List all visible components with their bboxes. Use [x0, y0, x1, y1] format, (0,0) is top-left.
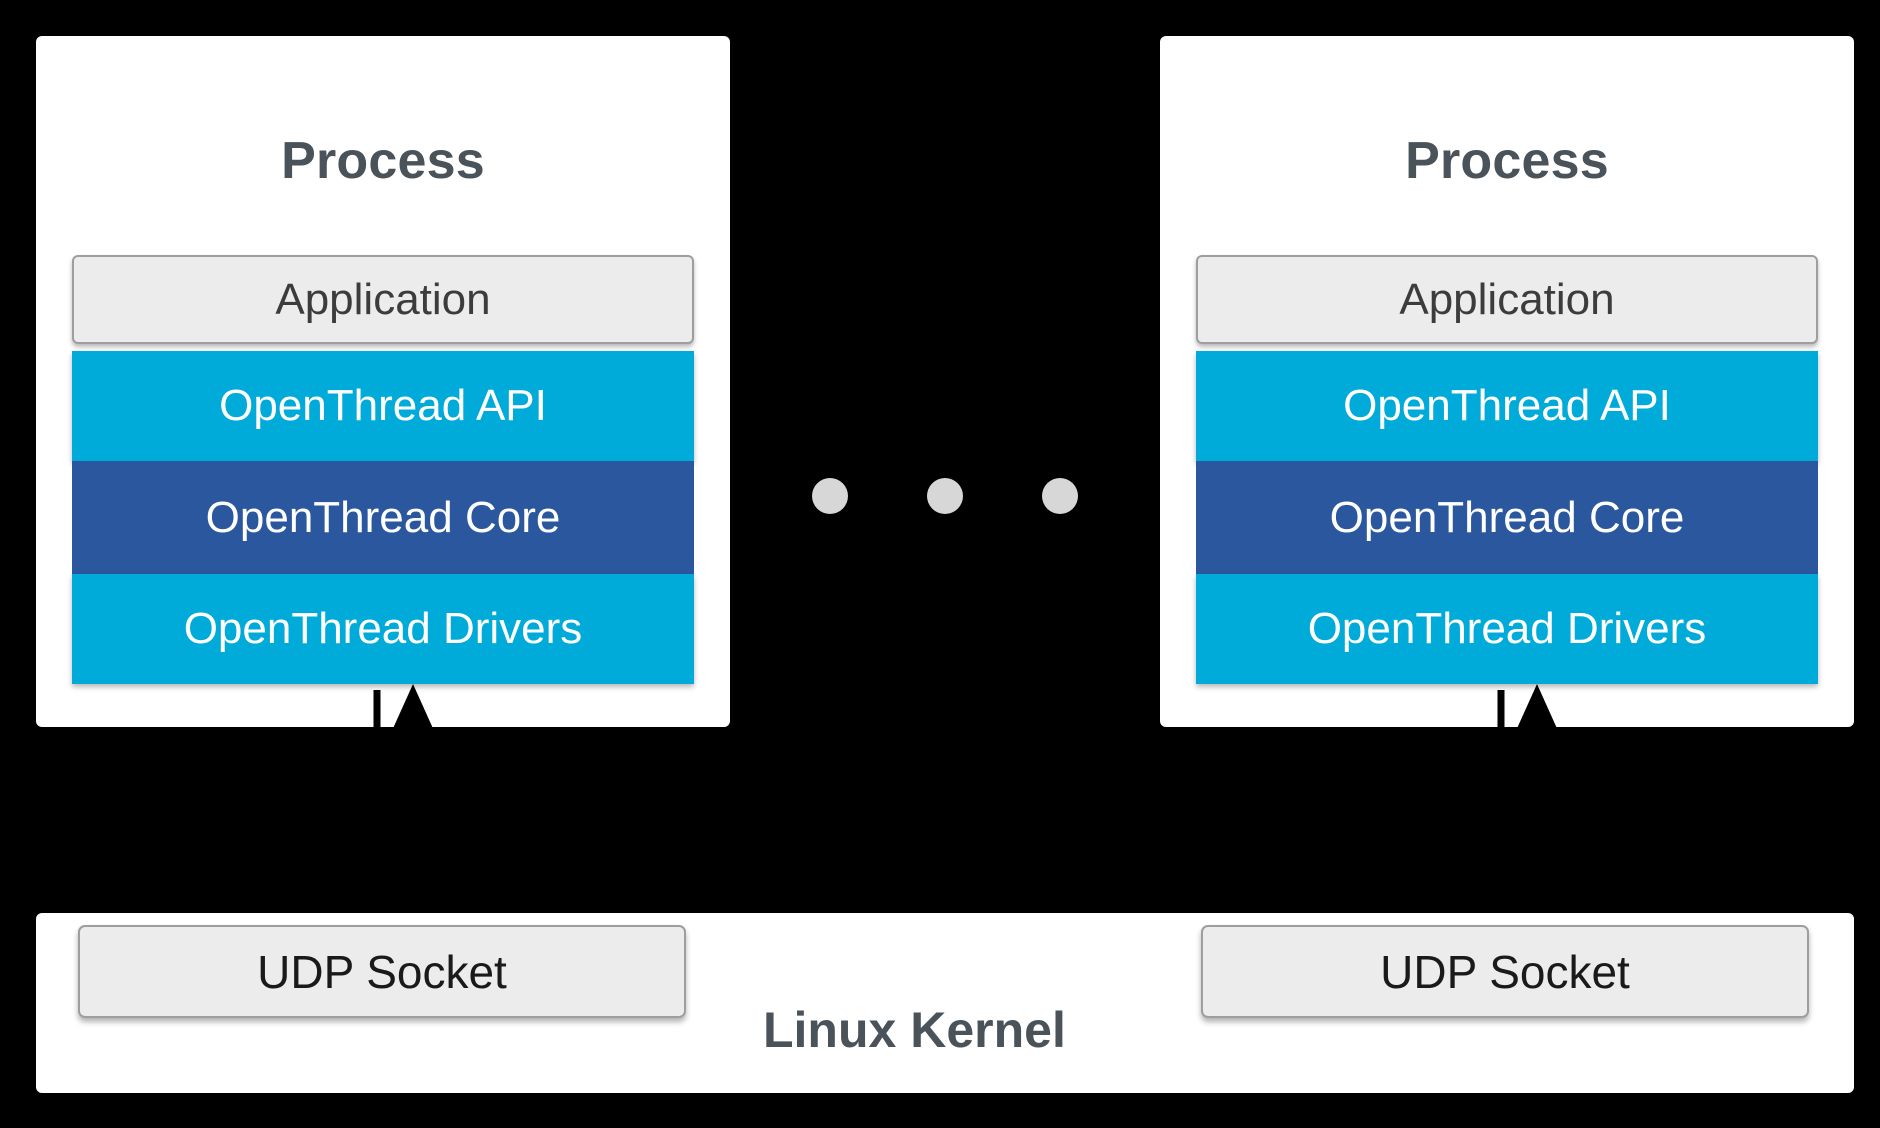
- udp-socket-label: UDP Socket: [1380, 945, 1630, 998]
- process-title-left: Process: [281, 132, 485, 190]
- kernel-title: Linux Kernel: [763, 1002, 1066, 1058]
- arrow-shaft: [373, 690, 381, 730]
- layer-openthread-core-right: OpenThread Core: [1196, 461, 1818, 574]
- process-title-right: Process: [1405, 132, 1609, 190]
- arrow-shaft: [1533, 739, 1541, 779]
- arrow-shaft: [409, 739, 417, 779]
- layer-label: OpenThread Drivers: [1307, 604, 1707, 653]
- layer-openthread-drivers-left: OpenThread Drivers: [72, 574, 694, 684]
- ellipsis-dot: [927, 478, 963, 514]
- more-processes-ellipsis: [812, 478, 1078, 514]
- ellipsis-dot: [812, 478, 848, 514]
- layer-label: OpenThread Core: [1329, 492, 1685, 542]
- layer-label: OpenThread API: [219, 381, 547, 430]
- layer-label: OpenThread Drivers: [183, 604, 583, 653]
- layer-application-right: Application: [1196, 255, 1818, 344]
- process-panel-left: Process Application OpenThread API OpenT…: [36, 36, 730, 779]
- udp-socket-box-left: UDP Socket: [78, 925, 686, 1018]
- layer-openthread-drivers-right: OpenThread Drivers: [1196, 574, 1818, 684]
- layer-label: OpenThread API: [1343, 381, 1671, 430]
- layer-openthread-core-left: OpenThread Core: [72, 461, 694, 574]
- kernel-panel: UDP Socket Linux Kernel UDP Socket: [36, 913, 1854, 1093]
- socket-to-drivers-arrow-left-tail: [347, 690, 407, 730]
- layer-label: Application: [1399, 274, 1615, 324]
- layer-label: OpenThread Core: [205, 492, 561, 542]
- arrow-shaft: [1497, 690, 1505, 730]
- layer-openthread-api-left: OpenThread API: [72, 351, 694, 461]
- layer-label: Application: [275, 274, 491, 324]
- layer-application-left: Application: [72, 255, 694, 344]
- udp-socket-box-right: UDP Socket: [1201, 925, 1809, 1018]
- socket-to-drivers-arrow-right-tail: [1471, 690, 1531, 730]
- ellipsis-dot: [1042, 478, 1078, 514]
- arrow-head-icon: [1510, 684, 1564, 744]
- layer-openthread-api-right: OpenThread API: [1196, 351, 1818, 461]
- socket-to-drivers-arrow-left: [383, 684, 443, 779]
- process-panel-right: Process Application OpenThread API OpenT…: [1160, 36, 1854, 779]
- arrow-head-icon: [386, 684, 440, 744]
- socket-to-drivers-arrow-right: [1507, 684, 1567, 779]
- udp-socket-label: UDP Socket: [257, 945, 507, 998]
